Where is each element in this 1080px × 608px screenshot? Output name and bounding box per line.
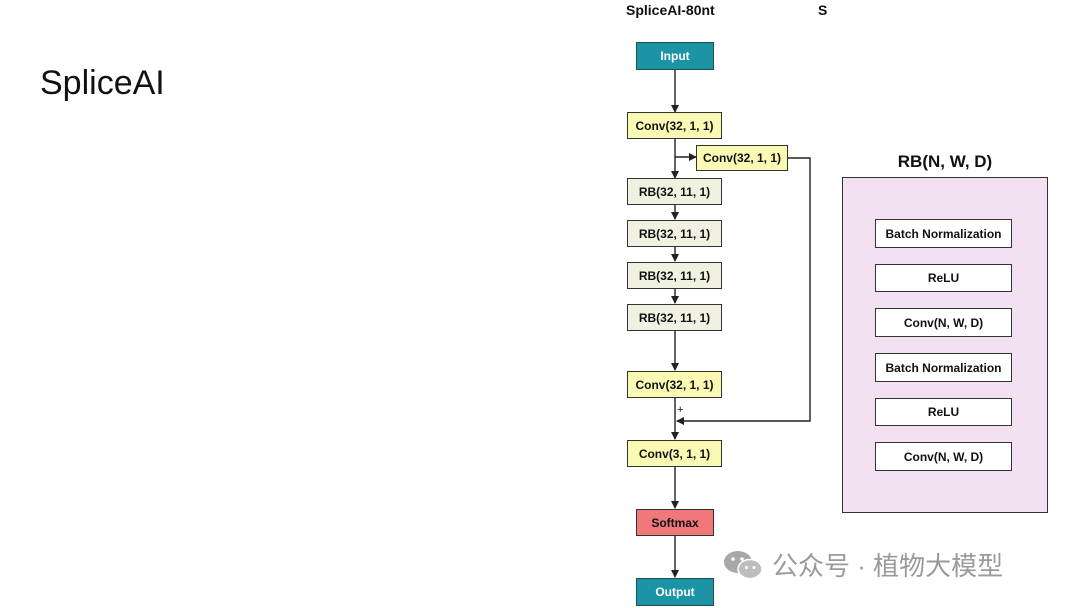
diagram-title: SpliceAI-80nt (626, 2, 715, 18)
rb-layer-conv-1: Conv(N, W, D) (875, 308, 1012, 337)
edge-skip-merge (676, 157, 811, 425)
node-rb-1: RB(32, 11, 1) (627, 178, 722, 205)
node-output: Output (636, 578, 714, 606)
node-conv-3: Conv(3, 1, 1) (627, 440, 722, 467)
node-rb-2: RB(32, 11, 1) (627, 220, 722, 247)
rb-layer-relu-1: ReLU (875, 264, 1012, 292)
node-input: Input (636, 42, 714, 70)
rb-layer-relu-2: ReLU (875, 398, 1012, 426)
node-rb-3: RB(32, 11, 1) (627, 262, 722, 289)
wechat-icon (724, 550, 763, 579)
sum-symbol: + (677, 404, 683, 416)
node-conv-1: Conv(32, 1, 1) (627, 112, 722, 139)
watermark-text: 公众号 · 植物大模型 (772, 551, 1004, 581)
rb-layer-batchnorm-2: Batch Normalization (875, 353, 1012, 382)
node-conv-2: Conv(32, 1, 1) (627, 371, 722, 398)
node-softmax: Softmax (636, 509, 714, 536)
watermark: 公众号 · 植物大模型 (722, 546, 1003, 583)
slide-title: SpliceAI (40, 64, 165, 102)
rb-block-title: RB(N, W, D) (897, 152, 993, 171)
node-rb-4: RB(32, 11, 1) (627, 304, 722, 331)
cropped-title-fragment: S (818, 2, 828, 18)
node-conv-skip: Conv(32, 1, 1) (696, 145, 788, 171)
rb-layer-batchnorm-1: Batch Normalization (875, 219, 1012, 248)
rb-layer-conv-2: Conv(N, W, D) (875, 442, 1012, 471)
